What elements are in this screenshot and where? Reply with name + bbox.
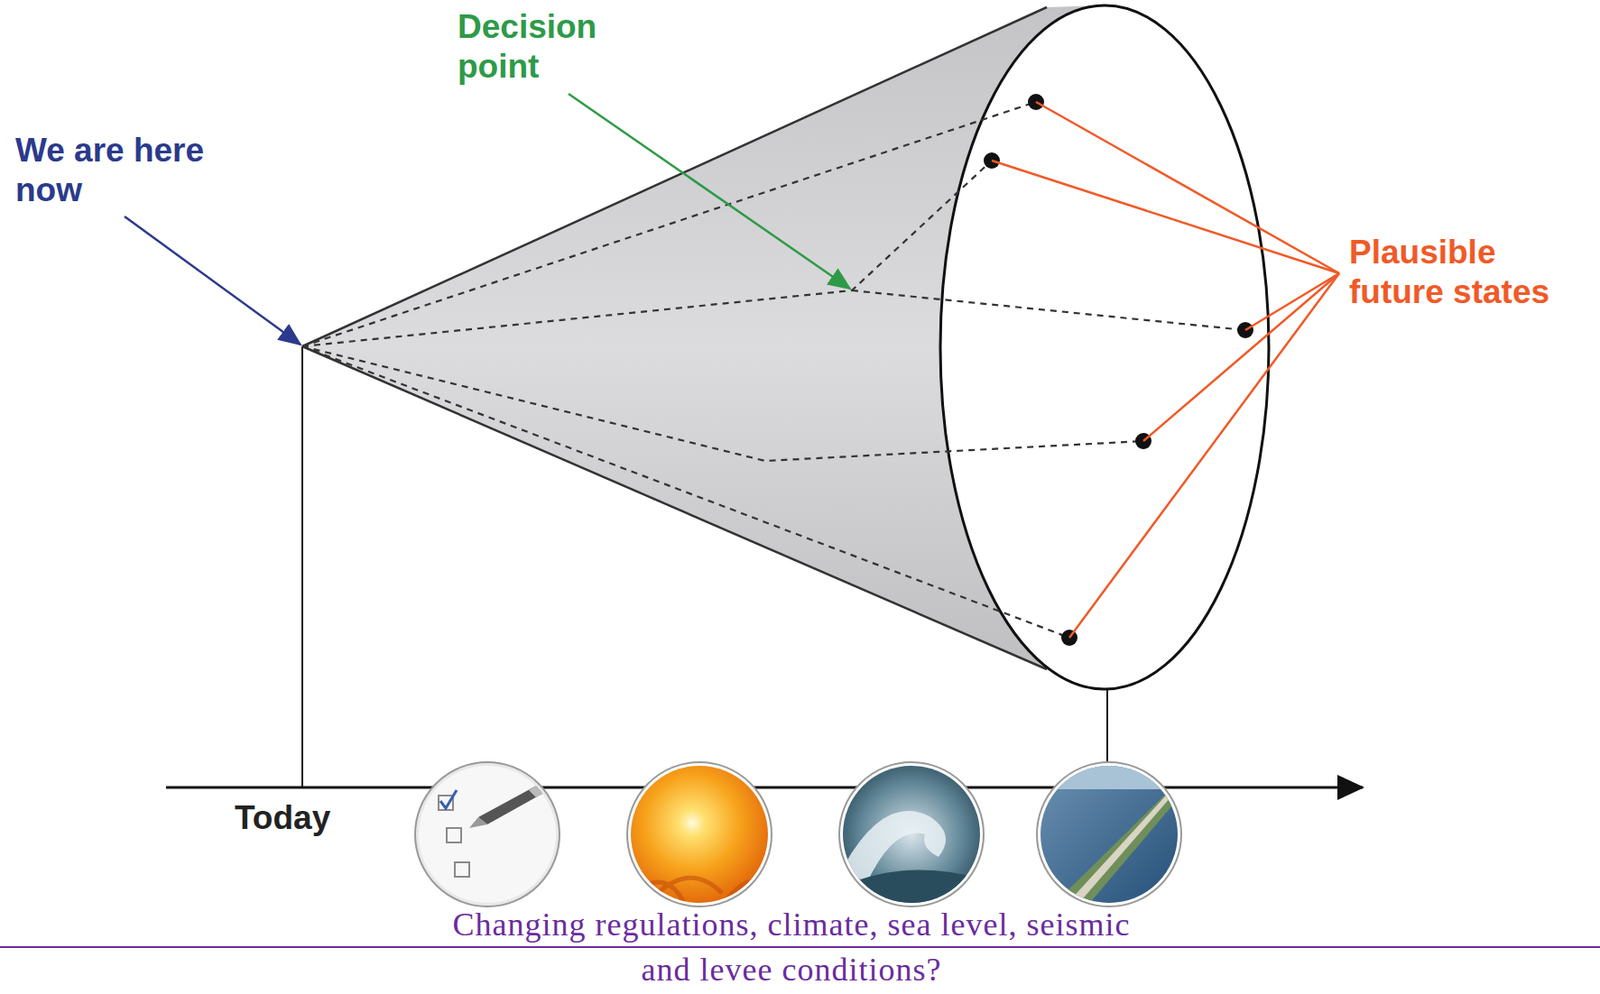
callout-arrow [124,216,301,345]
levee-icon [1036,762,1183,912]
callout-label: Plausible future states [1349,232,1586,313]
future-paths [302,101,1246,639]
callout-label: Decision point [457,7,639,87]
future-dots [983,93,1254,647]
today-tick [301,346,304,788]
axis-label: Today [234,798,389,839]
checklist-icon [415,762,560,907]
sun-icon [627,762,777,907]
cone-edge [302,346,1047,670]
caption-rule [0,946,1600,949]
cone-edge [302,7,1047,347]
time-axis [166,786,1363,790]
caption: Changing regulations, climate, sea level… [428,902,1155,993]
cone-mouth [940,5,1269,690]
leader-lines [991,101,1340,639]
callout-label: We are here now [15,130,241,211]
storm-wave-icon [839,762,984,912]
callout-arrow [568,93,851,289]
